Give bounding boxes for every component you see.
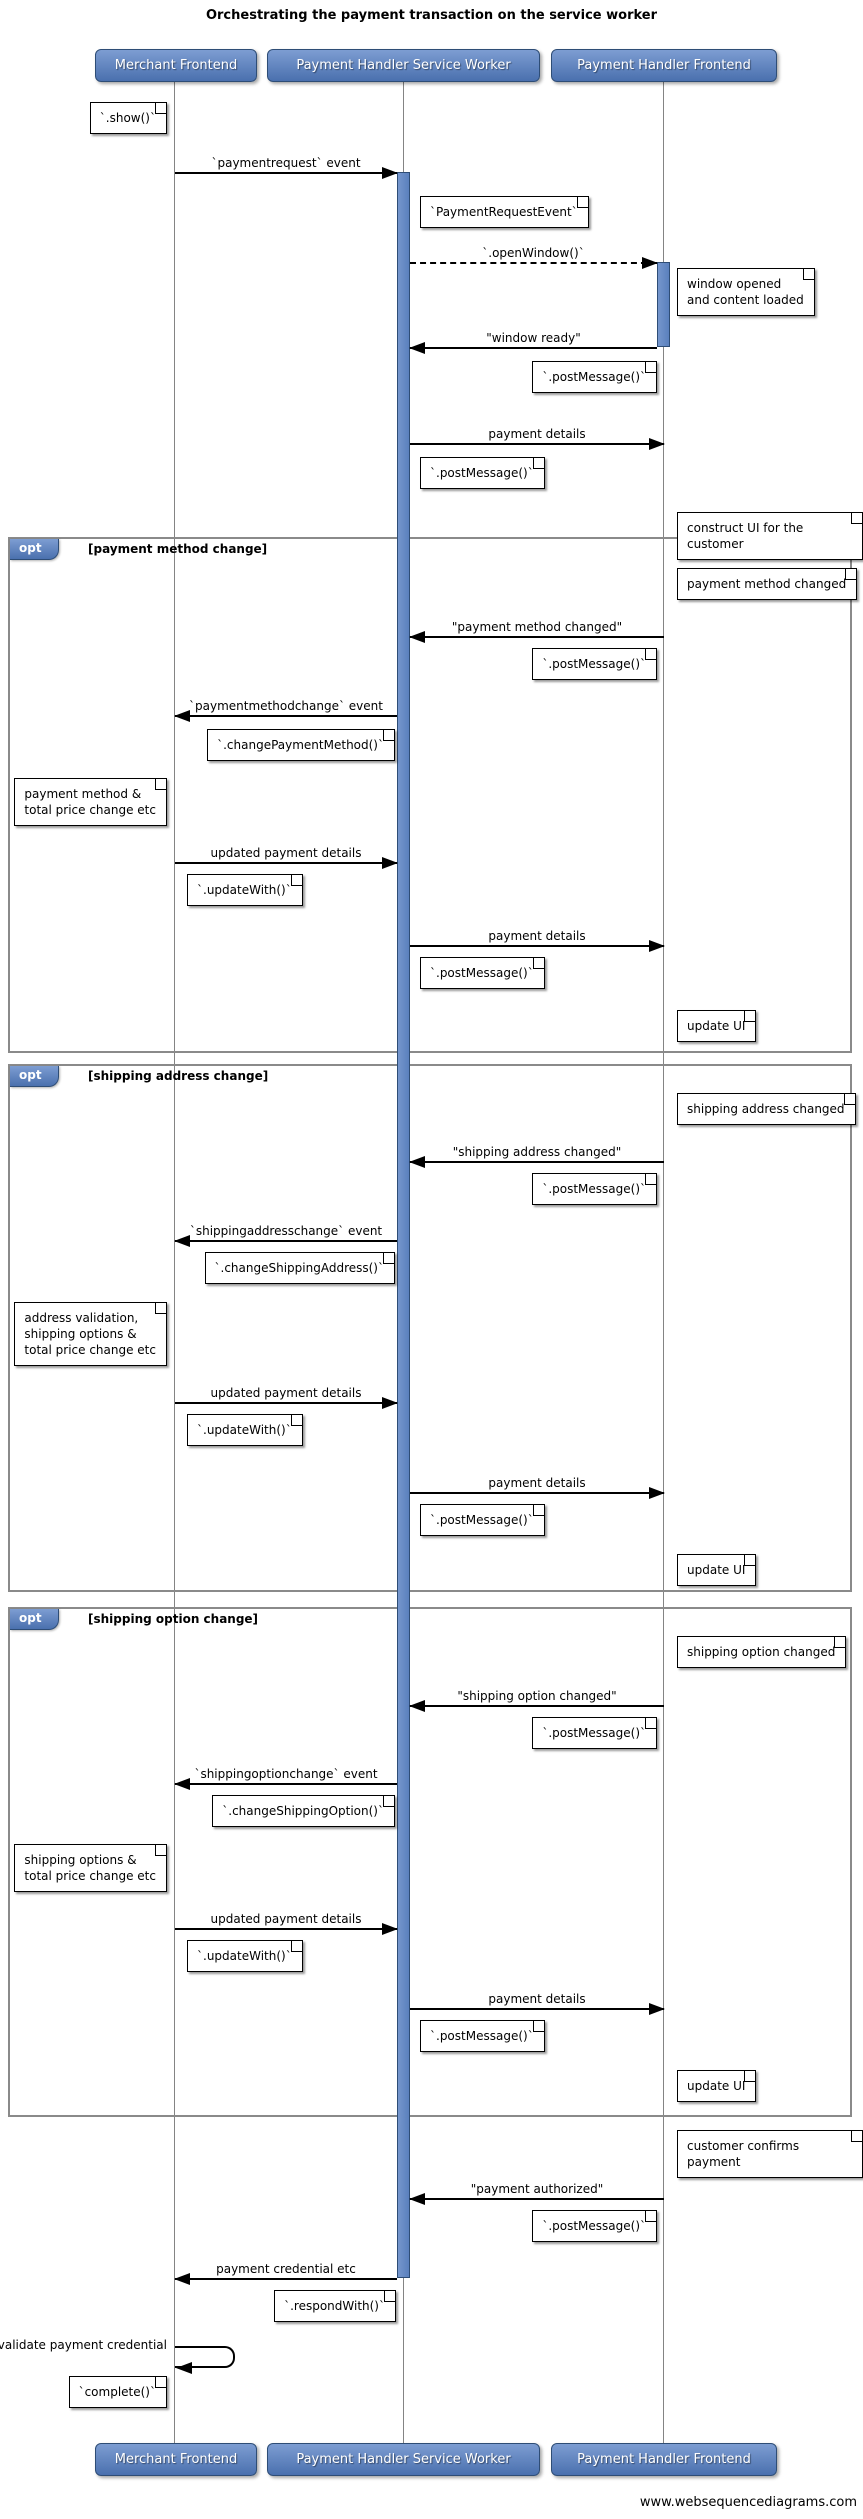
arrowhead-right-icon [649,1487,665,1499]
note-post-message: `.postMessage()` [420,957,545,989]
arrowhead-left-icon [409,631,425,643]
arrowhead-left-icon [409,1156,425,1168]
message-payment-method-changed: "payment method changed" [409,616,664,643]
arrowhead-right-icon [382,1397,398,1409]
note-update-ui: update UI [677,1554,757,1586]
page-title: Orchestrating the payment transaction on… [205,8,658,23]
lifeline-payment-handler-frontend [663,82,664,2443]
note-change-payment-method: `.changePaymentMethod()` [207,729,395,761]
message-updated-payment-details: updated payment details [175,1908,398,1935]
message-updated-payment-details: updated payment details [175,1382,398,1409]
opt-condition: [payment method change] [88,542,268,556]
self-message-loop [175,2346,235,2368]
opt-fragment-shipping-option-change: opt [shipping option change] [8,1607,852,2117]
arrowhead-right-icon [649,438,665,450]
opt-operator-label: opt [10,1609,59,1630]
note-update-with: `.updateWith()` [187,1940,303,1972]
note-payment-request-event: `PaymentRequestEvent` [420,196,589,228]
arrowhead-left-icon [174,710,190,722]
message-payment-details: payment details [410,925,665,952]
arrowhead-right-icon [649,2003,665,2015]
message-shipping-address-changed: "shipping address changed" [409,1141,664,1168]
actor-bottom-merchant-frontend: Merchant Frontend [95,2443,257,2476]
note-update-with: `.updateWith()` [187,1414,303,1446]
message-payment-details: payment details [410,1988,665,2015]
message-validate-payment-credential: validate payment credential [0,2338,167,2352]
opt-condition: [shipping option change] [88,1612,259,1626]
note-change-shipping-option: `.changeShippingOption()` [212,1795,395,1827]
message-updated-payment-details: updated payment details [175,842,398,869]
note-shipping-option-changed: shipping option changed [677,1636,847,1668]
message-paymentrequest-event: `paymentrequest` event [175,152,398,179]
arrowhead-left-icon [409,2193,425,2205]
note-payment-method-changed: payment method changed [677,568,858,600]
arrowhead-right-icon [642,257,658,269]
arrowhead-right-icon [382,167,398,179]
note-post-message: `.postMessage()` [420,2020,545,2052]
arrowhead-left-icon [409,1700,425,1712]
arrowhead-left-icon [174,1778,190,1790]
actor-top-payment-handler-service-worker: Payment Handler Service Worker [267,49,540,82]
note-post-message: `.postMessage()` [532,1717,657,1749]
note-show: `.show()` [89,102,167,134]
note-customer-confirms-payment: customer confirms payment [677,2130,863,2178]
arrowhead-right-icon [382,857,398,869]
message-payment-details: payment details [410,1472,665,1499]
arrowhead-left-icon [176,2362,192,2374]
note-post-message: `.postMessage()` [532,361,657,393]
note-payment-method-price-change: payment method & total price change etc [14,778,167,826]
note-post-message: `.postMessage()` [532,2210,657,2242]
opt-fragment-payment-method-change: opt [payment method change] [8,537,852,1053]
watermark: www.websequencediagrams.com [639,2495,857,2510]
message-shippingoptionchange-event: `shippingoptionchange` event [174,1763,397,1790]
message-window-ready: "window ready" [409,327,657,354]
activation-service-worker [397,172,410,2278]
arrowhead-right-icon [649,940,665,952]
message-payment-credential-etc: payment credential etc [174,2258,397,2285]
actor-top-payment-handler-frontend: Payment Handler Frontend [551,49,777,82]
actor-top-merchant-frontend: Merchant Frontend [95,49,257,82]
message-paymentmethodchange-event: `paymentmethodchange` event [174,695,397,722]
message-open-window: `.openWindow()` [410,242,658,269]
message-payment-authorized: "payment authorized" [409,2178,664,2205]
note-post-message: `.postMessage()` [420,1504,545,1536]
arrowhead-left-icon [174,1235,190,1247]
opt-operator-label: opt [10,1066,59,1087]
note-construct-ui: construct UI for the customer [677,512,863,560]
note-update-ui: update UI [677,1010,757,1042]
note-post-message: `.postMessage()` [532,1173,657,1205]
note-change-shipping-address: `.changeShippingAddress()` [204,1252,395,1284]
actor-bottom-payment-handler-frontend: Payment Handler Frontend [551,2443,777,2476]
opt-operator-label: opt [10,539,59,560]
note-update-ui: update UI [677,2070,757,2102]
arrowhead-left-icon [409,342,425,354]
opt-condition: [shipping address change] [88,1069,269,1083]
note-address-validation: address validation, shipping options & t… [14,1302,167,1366]
message-shippingaddresschange-event: `shippingaddresschange` event [174,1220,397,1247]
arrowhead-right-icon [382,1923,398,1935]
note-window-opened: window opened and content loaded [677,268,815,316]
note-shipping-address-changed: shipping address changed [677,1093,856,1125]
arrowhead-left-icon [174,2273,190,2285]
note-post-message: `.postMessage()` [420,457,545,489]
note-post-message: `.postMessage()` [532,648,657,680]
opt-fragment-shipping-address-change: opt [shipping address change] [8,1064,852,1592]
actor-bottom-payment-handler-service-worker: Payment Handler Service Worker [267,2443,540,2476]
note-update-with: `.updateWith()` [187,874,303,906]
note-shipping-options-price-change: shipping options & total price change et… [14,1844,167,1892]
note-respond-with: `.respondWith()` [274,2290,396,2322]
activation-payment-handler-frontend [657,262,670,347]
lifeline-merchant [174,82,175,2443]
message-payment-details: payment details [410,423,665,450]
message-shipping-option-changed: "shipping option changed" [409,1685,664,1712]
note-complete: `complete()` [68,2376,167,2408]
